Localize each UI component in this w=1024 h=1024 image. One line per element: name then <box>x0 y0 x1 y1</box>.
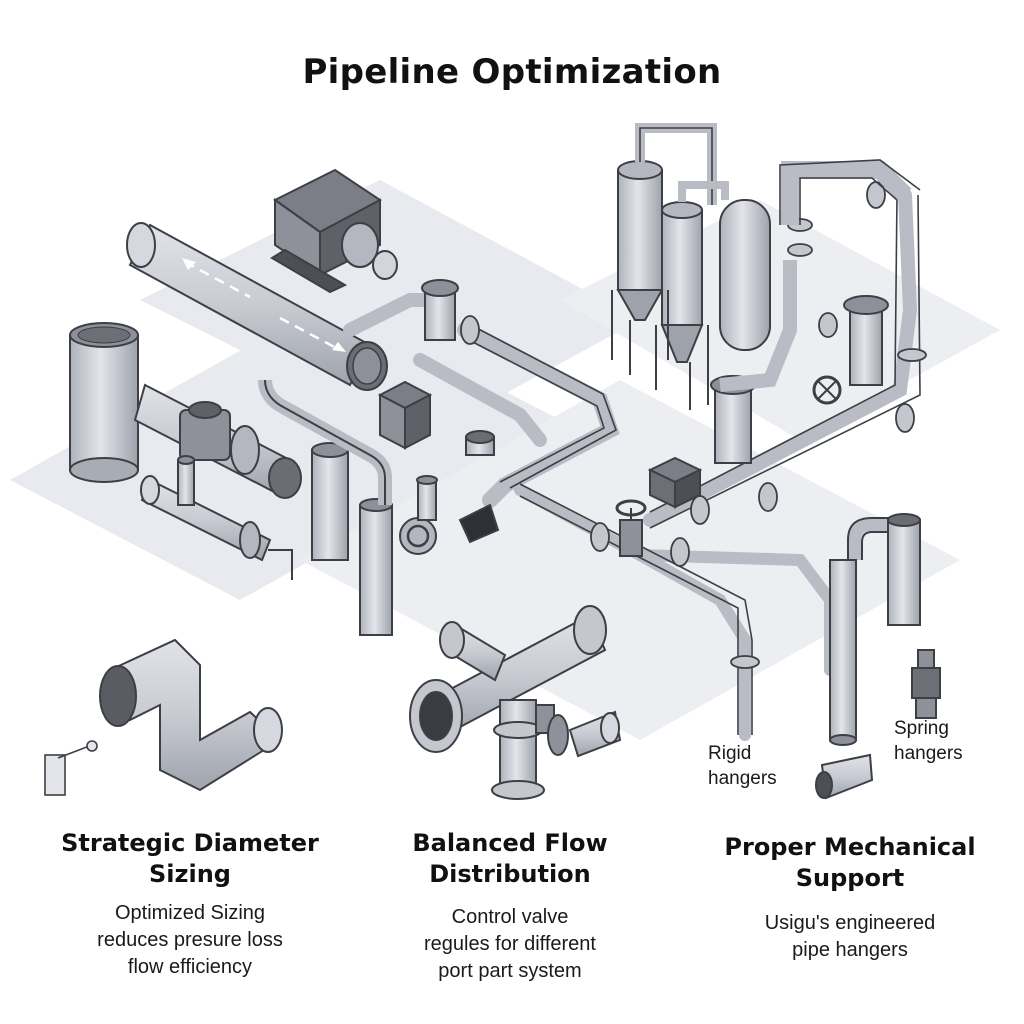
body-line: Usigu's engineered <box>764 912 936 934</box>
heading-line: Support <box>795 864 905 892</box>
filter-housing <box>421 279 889 464</box>
callout-line: Rigid <box>708 743 752 764</box>
pipe-hanger <box>815 513 941 800</box>
body-line: regules for different <box>424 933 596 955</box>
body-line: Control valve <box>451 906 569 928</box>
section-body-support: Usigu's engineered pipe hangers <box>690 910 1010 964</box>
body-line: reduces presure loss <box>97 929 283 951</box>
pipe-coupling <box>458 430 500 544</box>
small-pipe <box>140 455 293 580</box>
flow-arrow <box>184 260 341 352</box>
heading-line: Proper Mechanical <box>724 833 976 861</box>
spring-hangers-callout: Spring hangers <box>894 716 963 766</box>
heading-line: Distribution <box>429 860 591 888</box>
valve-pipe-section <box>133 383 302 499</box>
body-line: port part system <box>438 960 582 982</box>
actuator <box>377 380 703 509</box>
body-line: flow efficiency <box>127 956 253 978</box>
section-body-diameter: Optimized Sizing reduces presure loss fl… <box>30 900 350 981</box>
section-heading-support: Proper Mechanical Support <box>690 832 1010 894</box>
elbow-pipe <box>99 638 283 792</box>
heading-line: Strategic Diameter <box>61 829 319 857</box>
pump-motor <box>270 168 398 294</box>
tee-fitting <box>409 605 622 800</box>
page-title: Pipeline Optimization <box>302 52 722 92</box>
callout-line: hangers <box>708 768 777 789</box>
heading-line: Sizing <box>149 860 231 888</box>
section-heading-diameter: Strategic Diameter Sizing <box>30 828 350 890</box>
arrow-head <box>182 258 346 352</box>
vessel-legs <box>611 290 709 410</box>
vertical-tank <box>69 322 139 483</box>
heading-line: Balanced Flow <box>412 829 608 857</box>
body-line: pipe hangers <box>792 939 908 961</box>
wall-bracket <box>44 740 98 796</box>
body-line: Optimized Sizing <box>114 902 266 924</box>
section-body-flow: Control valve regules for different port… <box>355 904 665 985</box>
callout-line: Spring <box>894 718 949 739</box>
rigid-hangers-callout: Rigid hangers <box>708 741 777 791</box>
standing-pipe <box>258 379 393 636</box>
process-vessel <box>616 123 921 392</box>
callout-line: hangers <box>894 743 963 764</box>
section-heading-flow: Balanced Flow Distribution <box>355 828 665 890</box>
gate-valve <box>399 375 842 557</box>
